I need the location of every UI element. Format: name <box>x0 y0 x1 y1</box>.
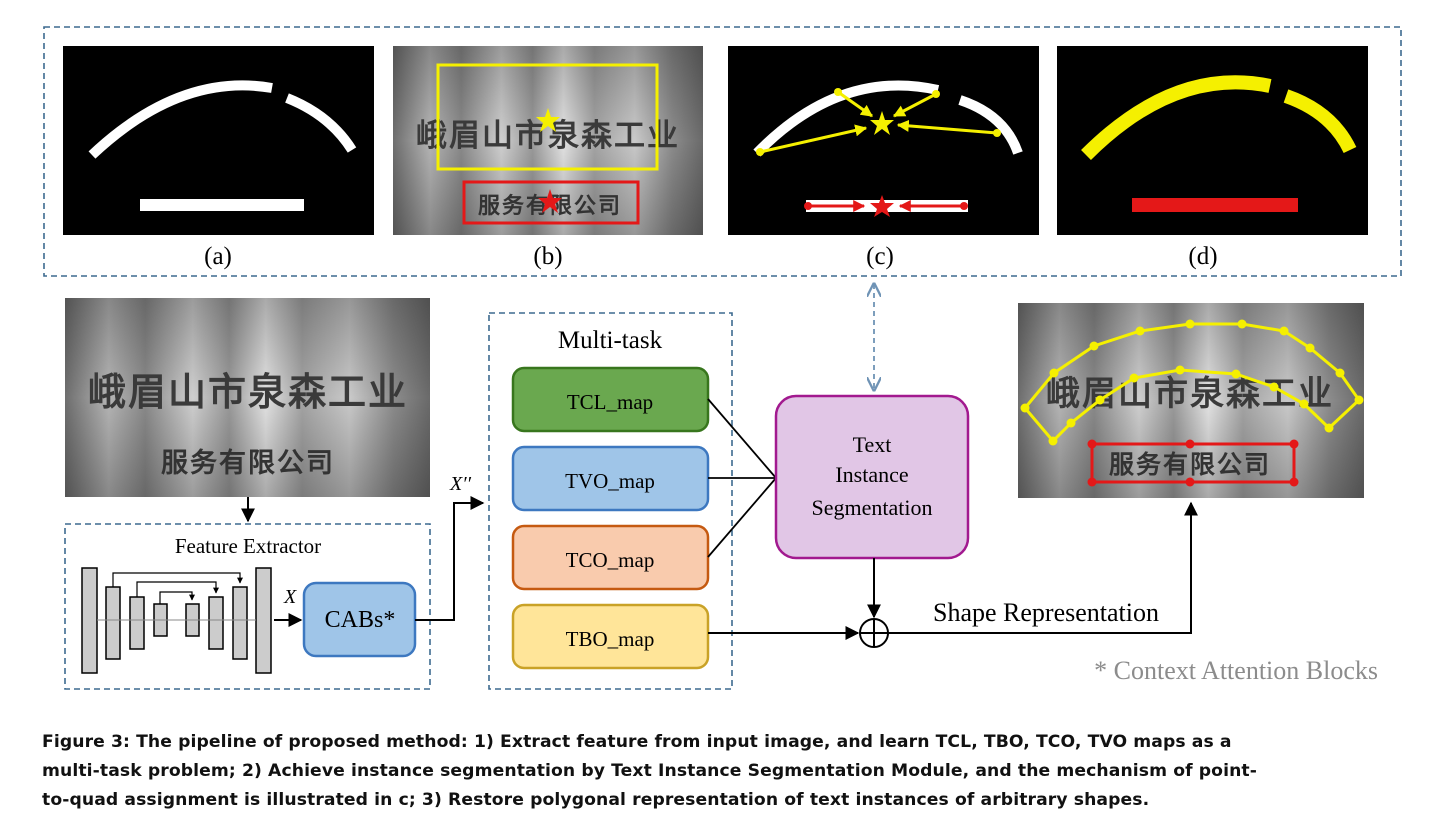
panel-d: (d) <box>1057 46 1368 270</box>
input-curved-text: 峨眉山市泉森工业 <box>88 370 408 414</box>
tbo-map-box <box>511 603 710 670</box>
tcl-map-label: TCL_map <box>567 390 653 414</box>
segmentation-line-2: Instance <box>835 462 908 487</box>
cabs-label: CABs* <box>325 607 396 633</box>
x-double-prime-label: X′′ <box>449 473 472 495</box>
tvo-map-label: TVO_map <box>565 469 655 493</box>
output-straight-text: 服务有限公司 <box>1109 450 1271 479</box>
caption-line-3: to-quad assignment is illustrated in c; … <box>42 790 1150 810</box>
map-to-segmentation-lines <box>707 398 777 558</box>
skip-connections <box>97 572 256 621</box>
tbo-map-label: TBO_map <box>566 627 655 651</box>
feature-extractor-title: Feature Extractor <box>175 534 321 558</box>
star-icon <box>536 108 560 132</box>
caption-line-2: multi-task problem; 2) Achieve instance … <box>42 761 1257 781</box>
input-straight-text: 服务有限公司 <box>161 448 335 479</box>
input-image: 峨眉山市泉森工业 服务有限公司 <box>65 298 430 497</box>
output-image: 峨眉山市泉森工业 服务有限公司 <box>1018 303 1364 498</box>
panel-c: (c) <box>728 46 1039 270</box>
panel-b: 峨眉山市泉森工业 服务有限公司 (b) <box>393 46 703 270</box>
multitask-frame <box>488 312 733 690</box>
star-icon <box>870 111 894 135</box>
figure-caption: Figure 3: The pipeline of proposed metho… <box>42 728 1412 815</box>
segmentation-box <box>774 394 970 560</box>
panel-a: (a) <box>63 46 374 270</box>
top-panel-frame <box>43 26 1402 277</box>
panel-d-label: (d) <box>1188 243 1217 270</box>
star-icon <box>538 189 562 213</box>
segmentation-line-3: Segmentation <box>812 495 933 520</box>
tco-map-label: TCO_map <box>566 548 655 572</box>
caption-line-1: Figure 3: The pipeline of proposed metho… <box>42 732 1232 752</box>
panel-a-label: (a) <box>204 243 232 270</box>
star-icon <box>870 195 894 217</box>
x-label: X <box>283 586 297 608</box>
tco-map-box <box>511 524 710 591</box>
panel-b-label: (b) <box>533 243 562 270</box>
combine-operator <box>859 618 889 648</box>
multitask-title: Multi-task <box>558 327 663 354</box>
feature-extractor-frame <box>64 523 431 690</box>
footnote: * Context Attention Blocks <box>1094 656 1378 685</box>
unet-backbone <box>81 567 272 674</box>
panel-c-label: (c) <box>866 243 894 270</box>
shape-representation-label: Shape Representation <box>933 598 1159 627</box>
segmentation-line-1: Text <box>853 432 892 457</box>
